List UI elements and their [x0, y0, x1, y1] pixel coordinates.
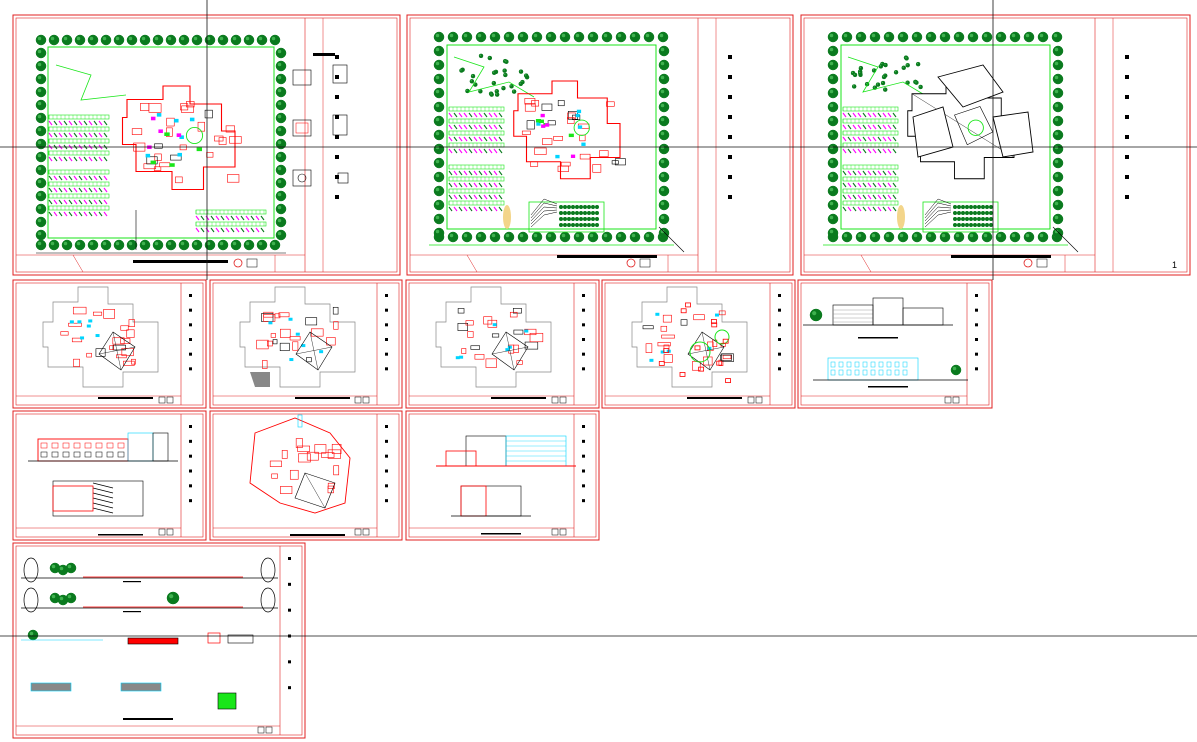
sheet-number-label: 1 — [1172, 260, 1177, 270]
crosshair-layer — [0, 0, 1197, 637]
sheets-layer — [12, 14, 1191, 739]
drawing-sheet-10[interactable] — [209, 410, 403, 541]
drawing-sheet-3[interactable] — [800, 14, 1191, 276]
drawing-sheet-11[interactable] — [405, 410, 600, 541]
drawing-sheet-7[interactable] — [601, 279, 796, 409]
drawing-sheet-5[interactable] — [209, 279, 403, 409]
drawing-sheet-4[interactable] — [12, 279, 207, 409]
drawing-sheet-1[interactable] — [12, 14, 401, 276]
drawing-sheet-2[interactable] — [406, 14, 794, 276]
drawing-sheet-12[interactable] — [12, 542, 306, 739]
drawing-sheet-6[interactable] — [405, 279, 600, 409]
drawing-sheet-8[interactable] — [797, 279, 993, 409]
drawing-sheet-9[interactable] — [12, 410, 207, 541]
